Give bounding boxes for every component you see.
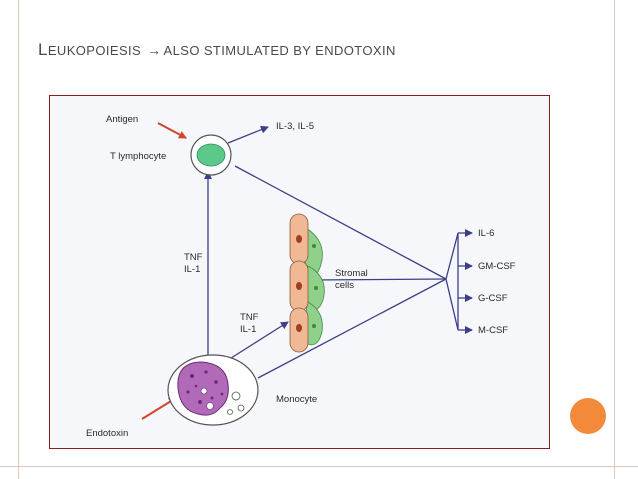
- stromal-label: Stromal: [335, 268, 368, 279]
- il1-mid-label: IL-1: [240, 324, 256, 335]
- il1-left-label: IL-1: [184, 264, 200, 275]
- slide-title-word: EUKOPOIESIS: [47, 43, 142, 58]
- slide-title-tail: ALSO STIMULATED BY ENDOTOXIN: [163, 43, 396, 58]
- convergence-to-il6-line: [445, 232, 459, 280]
- output-il6-label: IL-6: [478, 228, 494, 239]
- stromal-cells-label: cells: [335, 280, 354, 291]
- slide-guide-line-right: [614, 0, 615, 479]
- stromal-cells: [289, 213, 325, 353]
- stromal-to-convergence-line: [311, 278, 447, 281]
- antigen-label: Antigen: [106, 114, 138, 125]
- t-lymphocyte-cell: [190, 134, 232, 176]
- output-g-csf-label: G-CSF: [478, 293, 508, 304]
- t-cell-to-convergence-line: [234, 165, 447, 280]
- slide-title: LEUKOPOIESIS →ALSO STIMULATED BY ENDOTOX…: [38, 40, 396, 60]
- slide-title-initial: L: [38, 40, 48, 59]
- t-cell-to-il3-arrow: [227, 125, 269, 144]
- decorative-orange-circle: [570, 398, 606, 434]
- endotoxin-label: Endotoxin: [86, 428, 128, 439]
- output-m-csf-label: M-CSF: [478, 325, 508, 336]
- leukopoiesis-diagram: Antigen T lymphocyte IL-3, IL-5 TNF IL-1…: [86, 114, 516, 439]
- slide-title-arrow: →: [147, 42, 162, 58]
- tnf-mid-label: TNF: [240, 312, 259, 323]
- tnf-left-label: TNF: [184, 252, 203, 263]
- monocyte-label: Monocyte: [276, 394, 317, 405]
- monocyte-to-stromal-arrow: [227, 321, 289, 361]
- diagram-frame: Antigen T lymphocyte IL-3, IL-5 TNF IL-1…: [49, 95, 550, 449]
- output-gm-csf-label: GM-CSF: [478, 261, 516, 272]
- monocyte-to-convergence-line: [257, 278, 447, 379]
- slide-guide-line-left: [18, 0, 19, 479]
- convergence-to-m-csf-line: [445, 278, 459, 331]
- t-lymphocyte-label: T lymphocyte: [110, 151, 166, 162]
- monocyte-cell: [167, 354, 259, 426]
- antigen-pointer-arrow: [157, 122, 187, 139]
- slide-guide-line-bottom: [0, 466, 638, 467]
- il3-il5-label: IL-3, IL-5: [276, 121, 314, 132]
